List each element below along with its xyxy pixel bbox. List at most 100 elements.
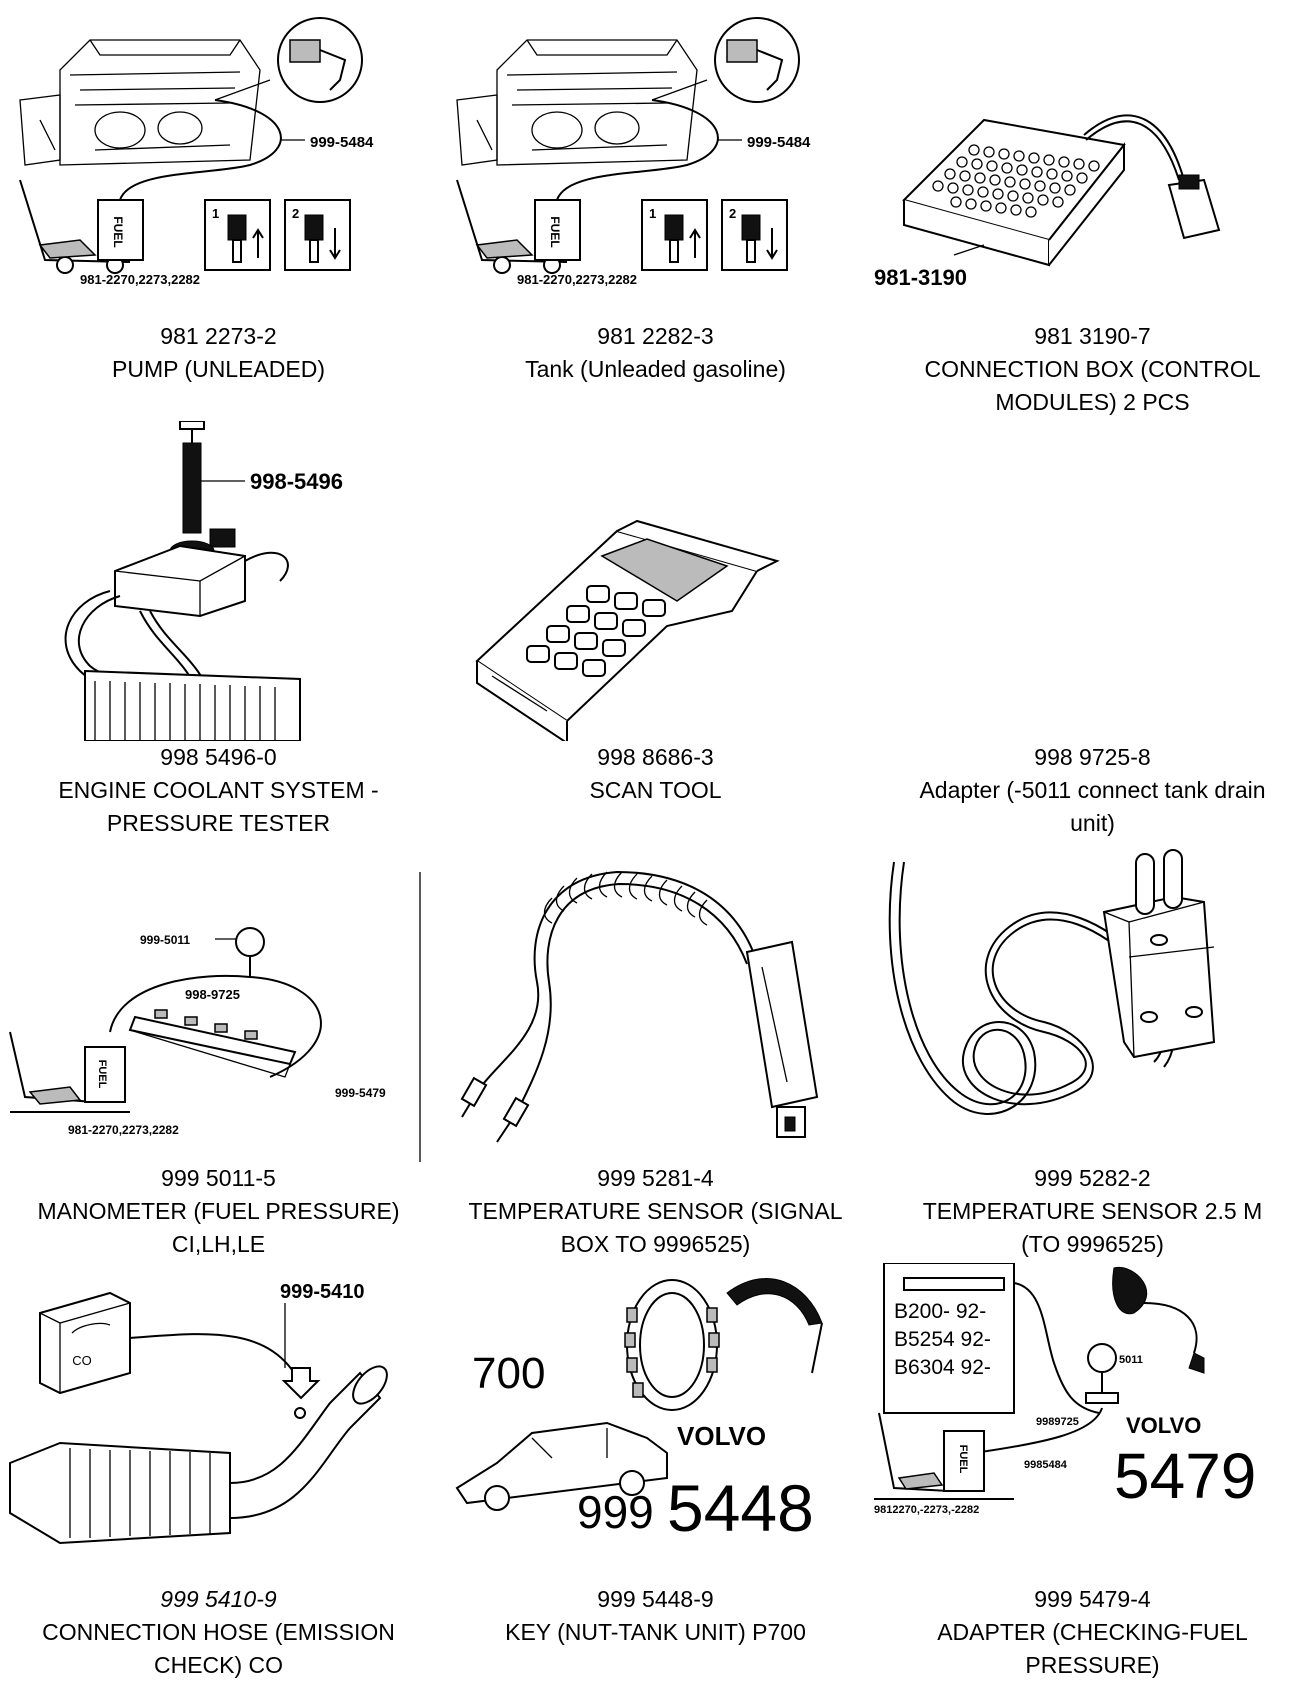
description-line-2: PRESSURE): [1025, 1652, 1160, 1678]
tool-card-981-2273-2: 999-5484 FUEL 981-2270,2273,2282 1 2 981…: [0, 0, 437, 421]
caption: 998 8686-3 SCAN TOOL: [437, 741, 874, 807]
base-label: 981-2270,2273,2282: [517, 272, 637, 287]
tool-card-999-5448-9: 700 VOLVO 999 5448 999 5448-9 KEY (NUT-T…: [437, 1263, 874, 1684]
part-number: 998 8686-3: [597, 744, 714, 770]
step1-label: 1: [649, 206, 656, 221]
gauge-label: 999-5011: [140, 933, 190, 947]
tool-card-981-3190-7: 981-3190 981 3190-7 CONNECTION BOX (CONT…: [874, 0, 1311, 421]
description-line-2: BOX TO 9996525): [560, 1231, 751, 1257]
scan-tool-illustration: [437, 421, 874, 741]
tool-card-998-8686-3: 998 8686-3 SCAN TOOL: [437, 421, 874, 842]
caption: 998 5496-0 ENGINE COOLANT SYSTEM - PRESS…: [0, 741, 437, 840]
description-line-1: Adapter (-5011 connect tank drain: [919, 777, 1266, 803]
number-label: 5479: [1114, 1440, 1256, 1512]
tank-key-illustration: 700 VOLVO 999 5448: [437, 1263, 874, 1583]
hose-label: 999-5484: [310, 134, 374, 151]
description-line-1: Tank (Unleaded gasoline): [525, 356, 786, 382]
tool-card-999-5410-9: CO 999-5410 999 5410-9 CONNECTION HOSE (…: [0, 1263, 437, 1684]
description-line-2: (TO 9996525): [1021, 1231, 1164, 1257]
fuel-can-label: FUEL: [111, 216, 125, 247]
description-line-1: CONNECTION HOSE (EMISSION: [42, 1619, 395, 1645]
description-line-2: unit): [1070, 810, 1115, 836]
part-number: 999 5448-9: [597, 1586, 714, 1612]
caption: 981 2282-3 Tank (Unleaded gasoline): [437, 320, 874, 386]
description-line-1: TEMPERATURE SENSOR (SIGNAL: [468, 1198, 843, 1224]
hose-label: 9985484: [1024, 1459, 1068, 1471]
caption: 981 2273-2 PUMP (UNLEADED): [0, 320, 437, 386]
step2-label: 2: [729, 206, 736, 221]
number-label: 5448: [667, 1471, 814, 1545]
part-number: 999 5410-9: [160, 1586, 277, 1612]
temperature-sensor-illustration: [874, 842, 1311, 1162]
tool-card-999-5282-2: 999 5282-2 TEMPERATURE SENSOR 2.5 M (TO …: [874, 842, 1311, 1263]
temperature-sensor-signal-illustration: [437, 842, 874, 1162]
engine-label-1: B200- 92-: [894, 1300, 986, 1323]
fuel-can-label: FUEL: [548, 216, 562, 247]
description-line-1: SCAN TOOL: [589, 777, 722, 803]
step2-label: 2: [292, 206, 299, 221]
description-line-1: MANOMETER (FUEL PRESSURE): [37, 1198, 400, 1224]
brand-label: VOLVO: [677, 1421, 766, 1451]
tool-card-998-5496-0: 998-5496 998 5496-0 ENGINE COOLANT SYSTE…: [0, 421, 437, 842]
fuel-pump-illustration: 999-5484 FUEL 981-2270,2273,2282 1 2: [0, 0, 437, 320]
caption: 999 5448-9 KEY (NUT-TANK UNIT) P700: [437, 1583, 874, 1649]
fuel-pressure-adapter-illustration: B200- 92- B5254 92- B6304 92- 5011 99897…: [874, 1263, 1311, 1583]
tool-card-999-5011-5: 999-5011 998-9725 999-5479 FUEL 981-2270…: [0, 842, 437, 1263]
caption: 998 9725-8 Adapter (-5011 connect tank d…: [874, 741, 1311, 840]
part-number: 981 3190-7: [1034, 323, 1151, 349]
part-number: 981 2282-3: [597, 323, 714, 349]
step1-label: 1: [212, 206, 219, 221]
caption: 999 5410-9 CONNECTION HOSE (EMISSION CHE…: [0, 1583, 437, 1682]
part-number: 999 5011-5: [161, 1165, 276, 1191]
caption: 999 5011-5 MANOMETER (FUEL PRESSURE) CI,…: [0, 1162, 437, 1261]
fuel-can-label: FUEL: [957, 1445, 969, 1474]
hose-label: 999-5484: [747, 134, 811, 151]
pressure-tester-illustration: 998-5496: [0, 421, 437, 741]
description-line-1: ENGINE COOLANT SYSTEM -: [58, 777, 379, 803]
part-number: 981 2273-2: [160, 323, 277, 349]
brand-label: VOLVO: [1126, 1413, 1201, 1438]
part-number: 998 5496-0: [160, 744, 277, 770]
tool-card-999-5281-4: 999 5281-4 TEMPERATURE SENSOR (SIGNAL BO…: [437, 842, 874, 1263]
description-line-1: TEMPERATURE SENSOR 2.5 M: [922, 1198, 1263, 1224]
description-line-2: CI,LH,LE: [171, 1231, 266, 1257]
prefix-label: 999: [577, 1486, 654, 1538]
box-label: 981-3190: [874, 265, 967, 290]
description-line-1: KEY (NUT-TANK UNIT) P700: [505, 1619, 806, 1645]
part-number: 999 5479-4: [1034, 1586, 1151, 1612]
base-label: 981-2270,2273,2282: [68, 1123, 179, 1137]
engine-label-3: B6304 92-: [894, 1356, 991, 1379]
hose-label: 999-5410: [280, 1281, 365, 1303]
adapter-label: 998-9725: [185, 987, 240, 1002]
part-number: 999 5282-2: [1034, 1165, 1151, 1191]
description-line-1: CONNECTION BOX (CONTROL: [924, 356, 1261, 382]
tool-card-998-9725-8: 998 9725-8 Adapter (-5011 connect tank d…: [874, 421, 1311, 842]
description-line-1: ADAPTER (CHECKING-FUEL: [937, 1619, 1248, 1645]
hose-label: 999-5479: [335, 1086, 386, 1100]
part-number: 998 9725-8: [1034, 744, 1151, 770]
tool-card-999-5479-4: B200- 92- B5254 92- B6304 92- 5011 99897…: [874, 1263, 1311, 1684]
caption: 981 3190-7 CONNECTION BOX (CONTROL MODUL…: [874, 320, 1311, 419]
fuel-tank-illustration: 999-5484 FUEL 981-2270,2273,2282 1 2: [437, 0, 874, 320]
base-label: 981-2270,2273,2282: [80, 272, 200, 287]
tool-card-981-2282-3: 999-5484 FUEL 981-2270,2273,2282 1 2 981…: [437, 0, 874, 421]
description-line-1: PUMP (UNLEADED): [112, 356, 325, 382]
base-label: 9812270,-2273,-2282: [874, 1504, 979, 1516]
engine-label-2: B5254 92-: [894, 1328, 991, 1351]
fuel-can-label: FUEL: [96, 1060, 108, 1089]
description-line-2: MODULES) 2 PCS: [995, 389, 1190, 415]
tester-label: 998-5496: [250, 469, 343, 494]
model-label: 700: [472, 1349, 545, 1398]
adapter-blank-area: [874, 421, 1311, 741]
caption: 999 5282-2 TEMPERATURE SENSOR 2.5 M (TO …: [874, 1162, 1311, 1261]
part-number: 999 5281-4: [597, 1165, 714, 1191]
connection-box-illustration: 981-3190: [874, 0, 1311, 320]
manometer-illustration: 999-5011 998-9725 999-5479 FUEL 981-2270…: [0, 842, 437, 1162]
description-line-2: CHECK) CO: [153, 1652, 284, 1678]
connection-hose-illustration: CO 999-5410: [0, 1263, 437, 1583]
description-line-2: PRESSURE TESTER: [106, 810, 331, 836]
co-meter-label: CO: [72, 1353, 92, 1368]
adapter-label: 9989725: [1036, 1416, 1079, 1428]
caption: 999 5479-4 ADAPTER (CHECKING-FUEL PRESSU…: [874, 1583, 1311, 1682]
caption: 999 5281-4 TEMPERATURE SENSOR (SIGNAL BO…: [437, 1162, 874, 1261]
